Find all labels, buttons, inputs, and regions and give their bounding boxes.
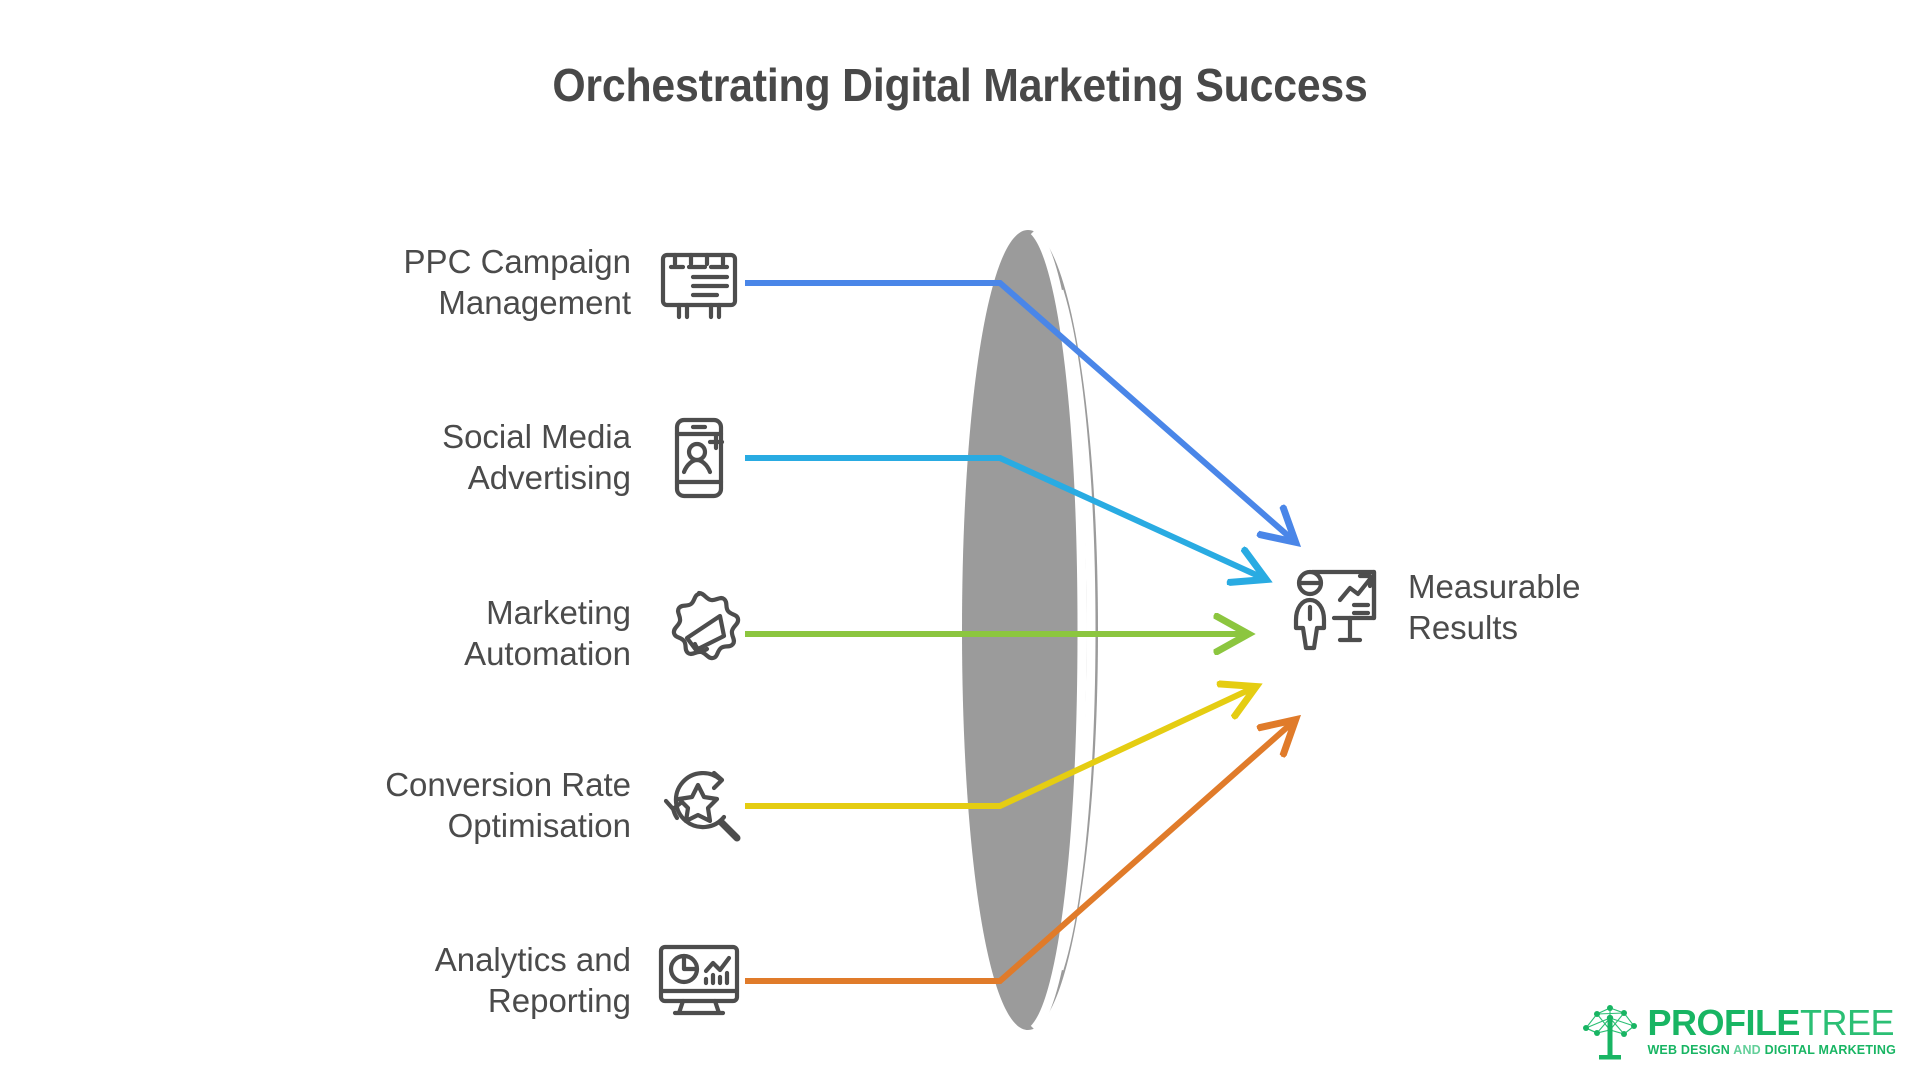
magnifier-star-refresh-icon bbox=[653, 760, 745, 852]
logo-tagline-part-3: DIGITAL MARKETING bbox=[1764, 1043, 1896, 1057]
input-node-conversion-rate-optimisation[interactable]: Conversion Rate Optimisation bbox=[240, 760, 745, 852]
profiletree-logo[interactable]: PROFILETREE WEB DESIGN AND DIGITAL MARKE… bbox=[1579, 1000, 1896, 1062]
gear-megaphone-icon bbox=[653, 588, 745, 680]
input-label-conversion-rate-optimisation: Conversion Rate Optimisation bbox=[385, 766, 631, 844]
presenter-chart-board-icon bbox=[1290, 560, 1386, 656]
input-node-ppc-campaign-management[interactable]: PPC Campaign Management bbox=[240, 237, 745, 329]
billboard-icon bbox=[653, 237, 745, 329]
logo-word-tree: TREE bbox=[1799, 1002, 1895, 1043]
output-node-measurable-results[interactable]: Measurable Results bbox=[1290, 560, 1580, 656]
logo-word-profile: PROFILE bbox=[1647, 1002, 1800, 1043]
input-label-ppc-campaign-management: PPC Campaign Management bbox=[403, 243, 631, 321]
monitor-charts-icon bbox=[653, 935, 745, 1027]
page-title: Orchestrating Digital Marketing Success bbox=[552, 59, 1368, 111]
input-node-social-media-advertising[interactable]: Social Media Advertising bbox=[240, 412, 745, 504]
logo-tagline-part-2: AND bbox=[1733, 1043, 1761, 1057]
input-node-marketing-automation[interactable]: Marketing Automation bbox=[240, 588, 745, 680]
input-label-social-media-advertising: Social Media Advertising bbox=[442, 418, 631, 496]
input-label-marketing-automation: Marketing Automation bbox=[464, 594, 631, 672]
logo-text: PROFILETREE WEB DESIGN AND DIGITAL MARKE… bbox=[1647, 1005, 1896, 1058]
network-tree-icon bbox=[1583, 1005, 1638, 1060]
logo-wordmark: PROFILETREE bbox=[1647, 1005, 1896, 1041]
lens-ellipse-shape bbox=[962, 227, 1098, 1033]
input-node-analytics-and-reporting[interactable]: Analytics and Reporting bbox=[240, 935, 745, 1027]
smartphone-add-user-icon bbox=[653, 412, 745, 504]
output-label-measurable-results: Measurable Results bbox=[1408, 568, 1581, 646]
input-label-analytics-and-reporting: Analytics and Reporting bbox=[434, 941, 631, 1019]
logo-tagline-part-1: WEB DESIGN bbox=[1647, 1043, 1730, 1057]
logo-tagline: WEB DESIGN AND DIGITAL MARKETING bbox=[1647, 1043, 1896, 1057]
